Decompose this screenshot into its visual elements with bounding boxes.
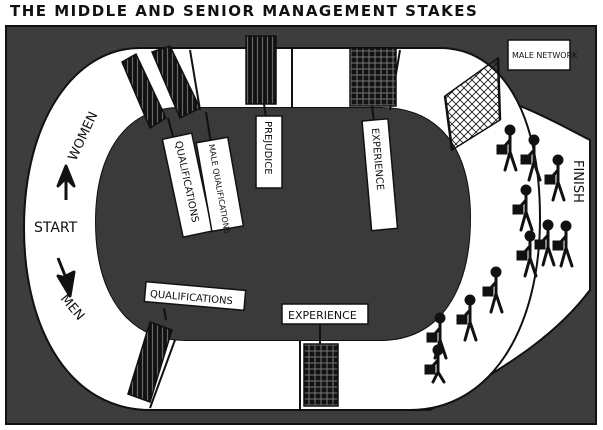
hurdle-2	[150, 45, 201, 120]
sign-men-experience: EXPERIENCE	[281, 303, 369, 325]
sign-prejudice: PREJUDICE	[255, 115, 283, 189]
sign-male-qualifications: MALE QUALIFICATIONS	[195, 136, 245, 234]
sign-women-experience: EXPERIENCE	[361, 117, 399, 232]
down-arrow	[56, 257, 76, 298]
hurdle-4	[349, 47, 397, 107]
sign-men-qualifications: QUALIFICATIONS	[143, 280, 247, 312]
hurdle-6	[303, 343, 339, 407]
hurdle-1	[121, 52, 167, 130]
sign-prejudice-text: PREJUDICE	[262, 121, 273, 175]
up-arrow	[56, 164, 76, 200]
sign-women-experience-text: EXPERIENCE	[369, 128, 385, 191]
runner-group	[424, 124, 574, 384]
sign-women-qualifications: QUALIFICATIONS	[161, 132, 214, 239]
sign-male-network: MALE NETWORK	[507, 39, 578, 71]
start-label: START	[34, 220, 78, 236]
sign-male-network-text: MALE NETWORK	[512, 51, 578, 60]
hurdle-3	[245, 35, 277, 105]
hurdle-5	[127, 321, 173, 403]
finish-label: FINISH	[570, 160, 585, 203]
cartoon-title: THE MIDDLE AND SENIOR MANAGEMENT STAKES	[10, 2, 479, 20]
sign-men-experience-text: EXPERIENCE	[288, 309, 357, 322]
